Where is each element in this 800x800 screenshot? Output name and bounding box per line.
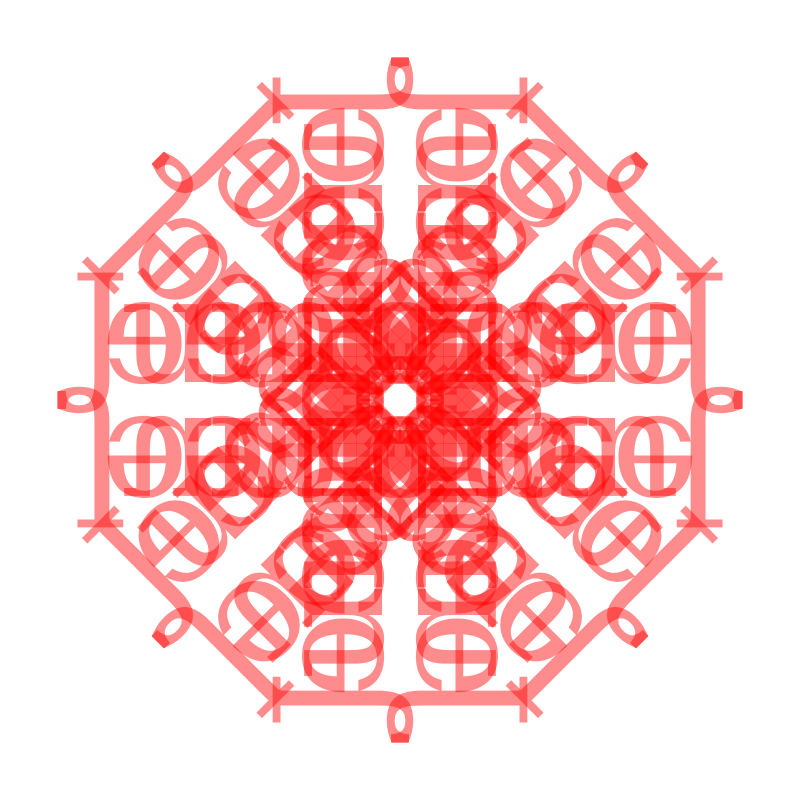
rosette-word-mirrored: Jumpfree	[107, 244, 743, 418]
rosette-word: Jumpfree	[57, 244, 693, 418]
rosette-group: JumpfreeJumpfreeJumpfreeJumpfreeJumpfree…	[47, 47, 753, 753]
rosette-word-mirrored: Jumpfree	[244, 57, 418, 693]
rosette-word: Jumpfree	[382, 57, 556, 693]
rosette-word-mirrored: Jumpfree	[382, 107, 556, 743]
rosette-word-mirrored: Jumpfree	[57, 382, 693, 556]
rosette-word: Jumpfree	[244, 107, 418, 743]
rosette-word: Jumpfree	[107, 382, 743, 556]
